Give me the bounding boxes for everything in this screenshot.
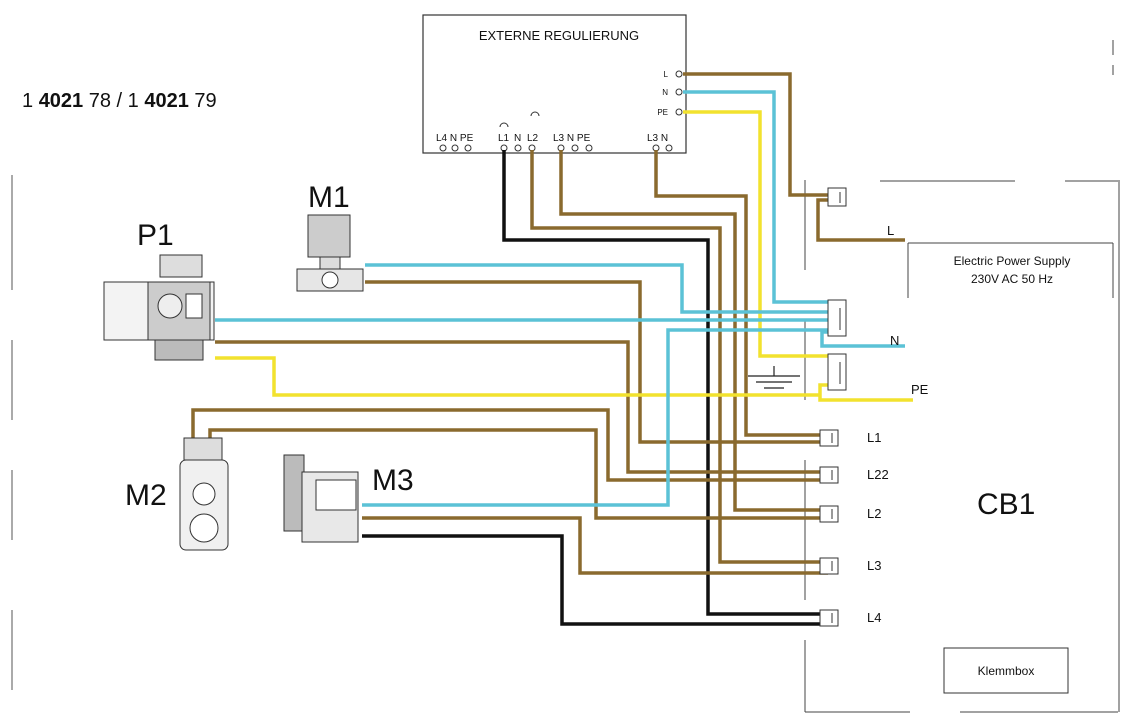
wire-m1-brown [365, 280, 828, 444]
wire-m1-blue [365, 263, 828, 314]
ctrl-bridge-arcs [499, 111, 540, 128]
ctrl-right-terminal-dots [675, 70, 683, 116]
m2-label: M2 [125, 479, 167, 512]
ctrl-group-n: N [514, 133, 521, 144]
cb-terminal-l1: L1 [867, 430, 881, 445]
supply-label-l: L [887, 223, 894, 238]
valve-m2-icon [179, 437, 229, 551]
ctrl-group-l2: L2 [527, 133, 539, 144]
cb1-frame [804, 40, 1120, 713]
m1-label: M1 [308, 181, 350, 214]
ctrl-group-l4: L4 N PE [436, 133, 474, 144]
ctrl-bottom-terminal-dots [439, 144, 673, 152]
m3-label: M3 [372, 464, 414, 497]
wire-m2-brown-b [208, 428, 828, 520]
controller-box [422, 14, 687, 154]
wire-m2-brown-a [191, 408, 828, 482]
cb-terminal-l22: L22 [867, 467, 889, 482]
supply-label-pe: PE [911, 382, 929, 397]
klemmbox-label: Klemmbox [978, 664, 1035, 678]
wire-m3-black [362, 534, 828, 626]
supply-label-n: N [890, 333, 899, 348]
supply-terminal-blocks [819, 187, 847, 627]
power-supply-line1: Electric Power Supply [954, 254, 1071, 268]
wire-p1-yellow [215, 356, 820, 397]
ctrl-terminal-pe: PE [657, 108, 668, 117]
ctrl-terminal-l: L [664, 70, 669, 79]
klemmbox-box [943, 647, 1069, 694]
wires [191, 72, 913, 626]
ctrl-group-l3: L3 N PE [553, 133, 591, 144]
cb-terminal-l2: L2 [867, 506, 881, 521]
wire-p1-brown [215, 340, 828, 474]
ctrl-group-l3n: L3 N [647, 133, 668, 144]
ctrl-group-l1: L1 [498, 133, 510, 144]
power-supply-line2: 230V AC 50 Hz [971, 272, 1053, 286]
cb1-label: CB1 [977, 488, 1035, 521]
valve-m3-icon [283, 454, 359, 543]
wire-m3-brown [362, 516, 828, 575]
wire-ctrl-n [683, 90, 828, 304]
wire-l3n [654, 150, 828, 437]
valve-m1-icon [296, 214, 364, 292]
pump-p1-icon [103, 254, 215, 361]
wire-m3-blue [362, 328, 828, 507]
controller-title: EXTERNE REGULIERUNG [479, 28, 639, 43]
ground-symbol [748, 366, 800, 389]
wire-l2 [530, 150, 828, 564]
power-supply-box [907, 242, 1114, 298]
p1-label: P1 [137, 219, 174, 252]
wire-l3 [559, 150, 828, 512]
wire-l1-black [502, 150, 828, 616]
ctrl-terminal-n: N [662, 88, 668, 97]
wire-ctrl-l [683, 72, 828, 197]
terminal-screws [831, 192, 841, 623]
article-numbers: 1 4021 78 / 1 4021 79 [22, 90, 217, 112]
cb-terminal-l3: L3 [867, 558, 881, 573]
cb-terminal-l4: L4 [867, 610, 881, 625]
wire-ctrl-pe [683, 110, 828, 358]
